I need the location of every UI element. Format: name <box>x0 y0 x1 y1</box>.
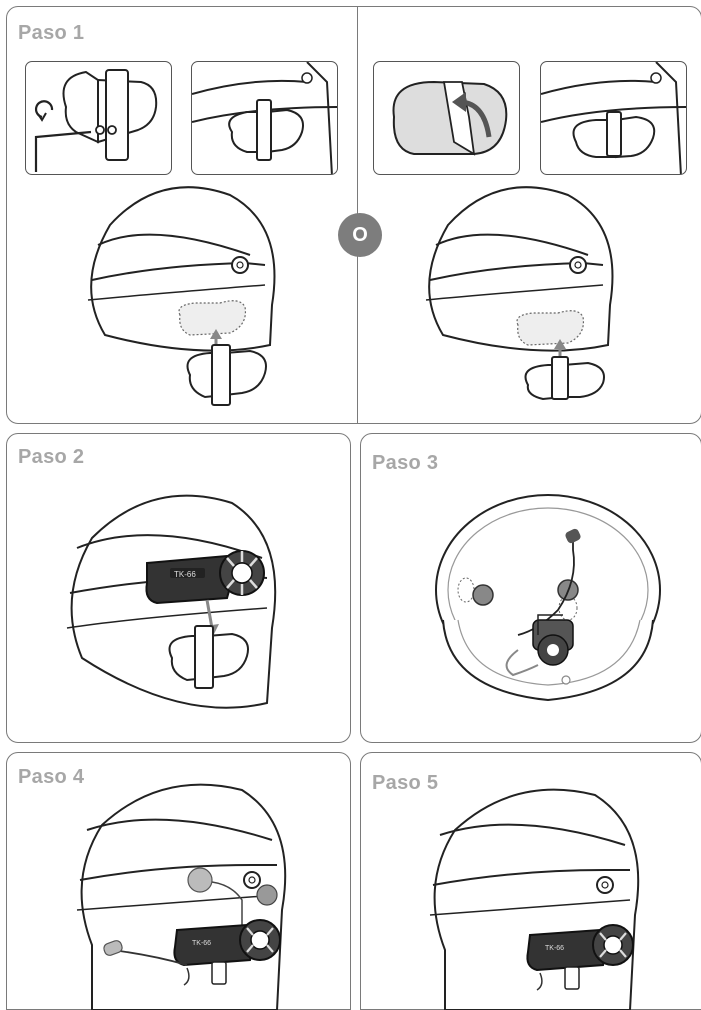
adhesive-mount-illustration <box>541 62 687 175</box>
step3-title: Paso 3 <box>372 452 438 475</box>
step1-helmet-left <box>80 185 290 410</box>
step2-title: Paso 2 <box>18 446 84 469</box>
adhesive-peel-illustration <box>374 62 520 175</box>
step1-thumb-adhesive <box>373 61 520 175</box>
step1-helmet-right <box>418 185 628 410</box>
bracket-screw-illustration <box>26 62 172 175</box>
bracket-mount-illustration <box>192 62 338 175</box>
step1-thumb-screw <box>25 61 172 175</box>
device-label: TK-66 <box>192 940 211 947</box>
step4-helmet: TK-66 <box>72 770 302 1010</box>
step2-helmet: TK-66 <box>62 488 292 733</box>
step1-title: Paso 1 <box>18 22 84 45</box>
step1-thumb-adhesive-mount <box>540 61 687 175</box>
step3-helmet-interior <box>428 490 668 715</box>
step5-helmet: TK-66 <box>425 775 655 1010</box>
or-badge: O <box>338 213 382 257</box>
device-label: TK-66 <box>545 945 564 952</box>
step1-thumb-mount <box>191 61 338 175</box>
device-label: TK-66 <box>174 570 196 579</box>
